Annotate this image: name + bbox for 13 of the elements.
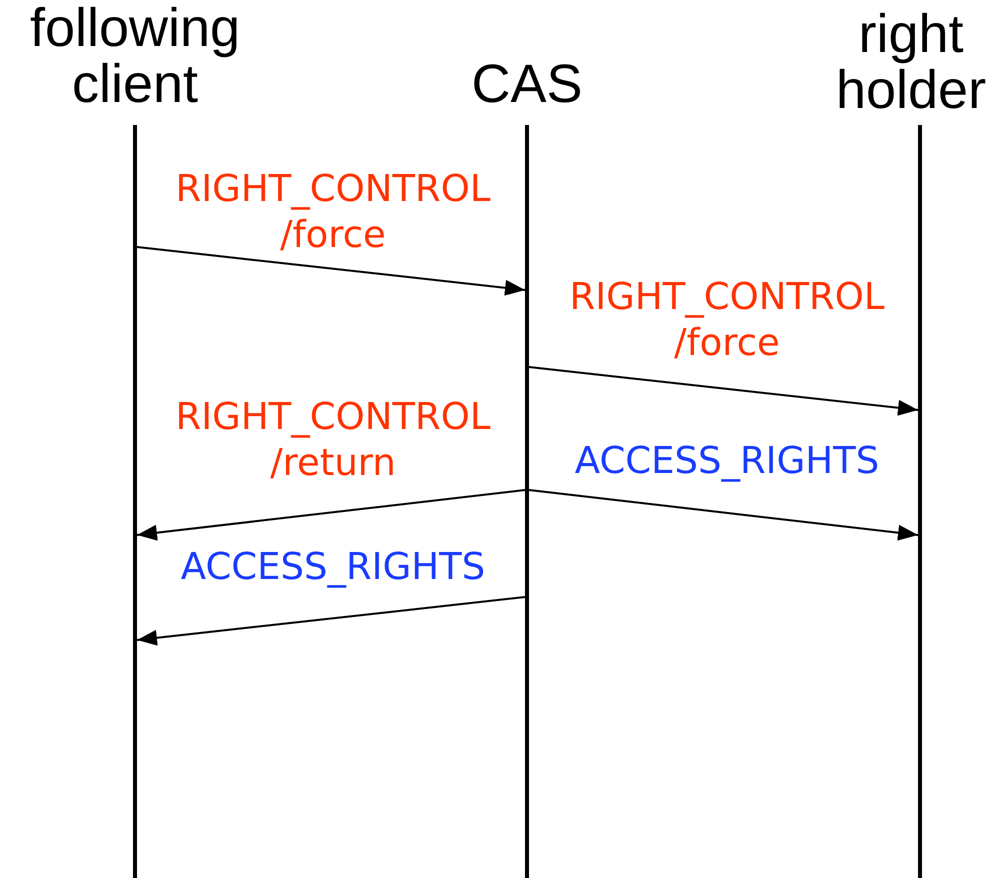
message-arrow: [528, 366, 918, 416]
edge-label: RIGHT_CONTROL /return: [174, 394, 492, 486]
message-arrow: [528, 489, 918, 541]
message-arrow: [136, 596, 526, 646]
message-arrow: [136, 489, 526, 541]
edge-label: ACCESS_RIGHTS: [180, 544, 486, 590]
participant-label: CAS: [470, 56, 584, 112]
edge-label: RIGHT_CONTROL /force: [174, 166, 492, 258]
participant-label: following client: [28, 0, 242, 112]
edge-label: ACCESS_RIGHTS: [574, 438, 880, 484]
edge-label: RIGHT_CONTROL /force: [568, 274, 886, 366]
message-arrow: [136, 246, 526, 296]
participant-label: right holder: [834, 6, 988, 118]
